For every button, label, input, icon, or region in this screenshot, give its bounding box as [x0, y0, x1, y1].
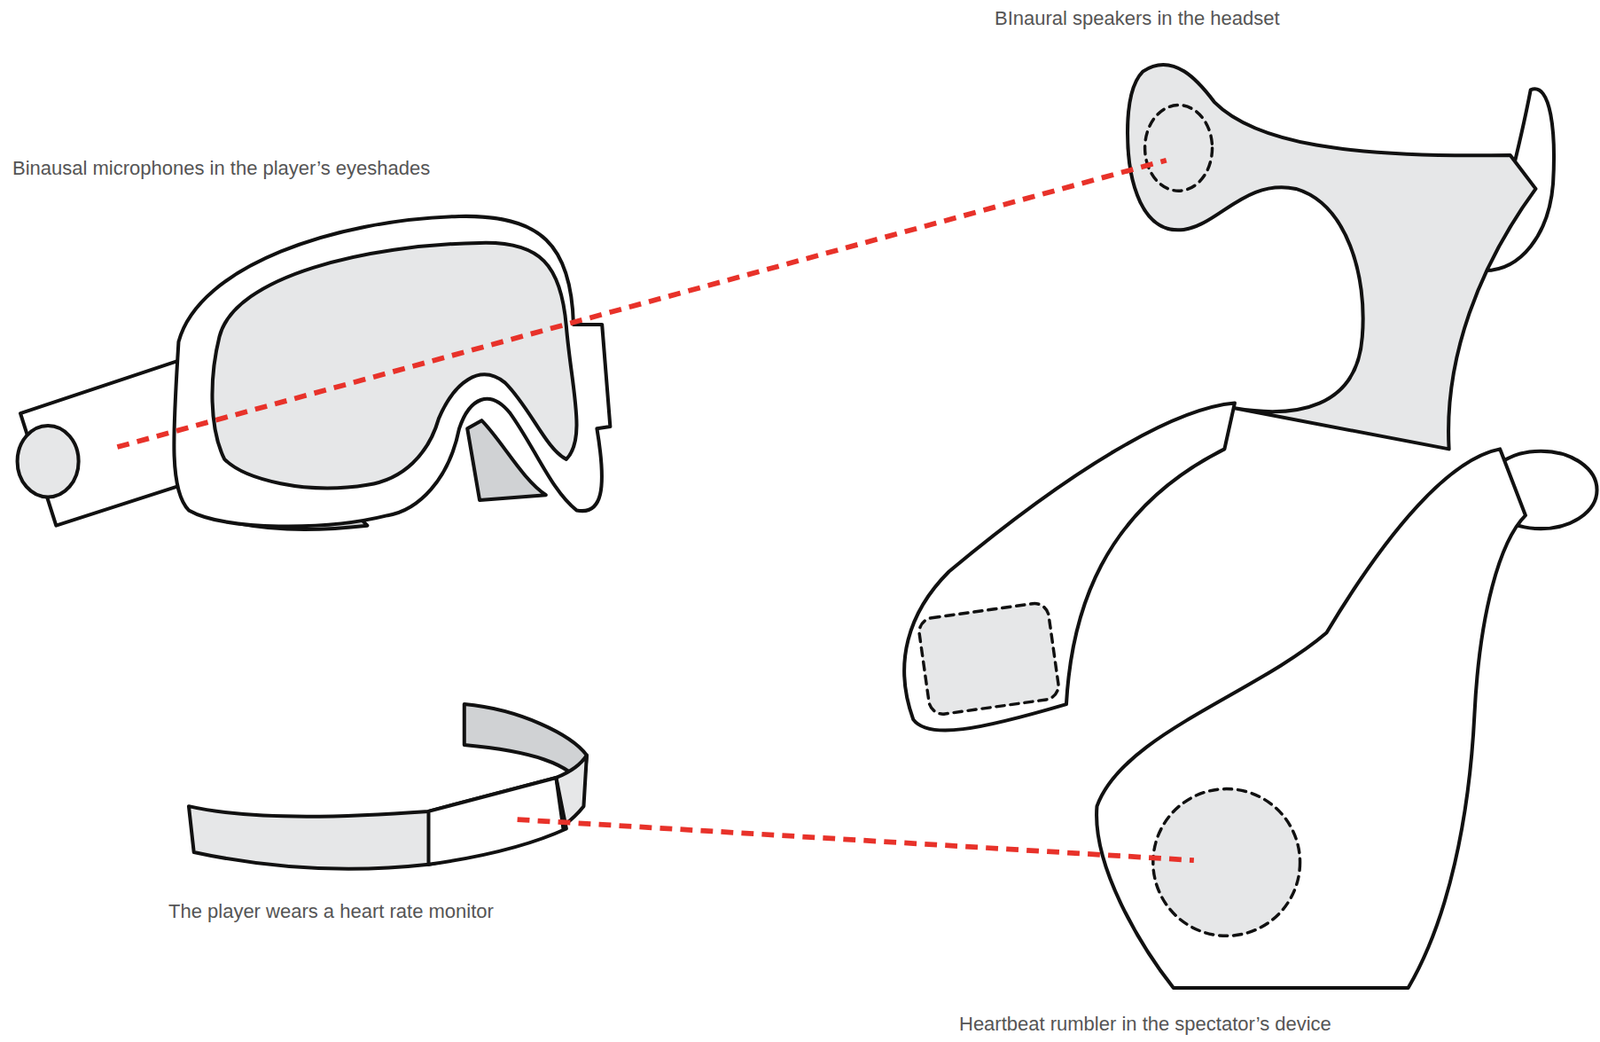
- heart-rate-monitor: [188, 703, 587, 869]
- part-label: Binausal microphones in the player’s eye…: [12, 156, 430, 180]
- part-label: The player wears a heart rate monitor: [168, 899, 494, 923]
- signal-line: [117, 160, 1194, 860]
- part-label: Heartbeat rumbler in the spectator’s dev…: [959, 1012, 1332, 1036]
- goggles: [17, 216, 611, 530]
- part-label: BInaural speakers in the headset: [994, 7, 1280, 31]
